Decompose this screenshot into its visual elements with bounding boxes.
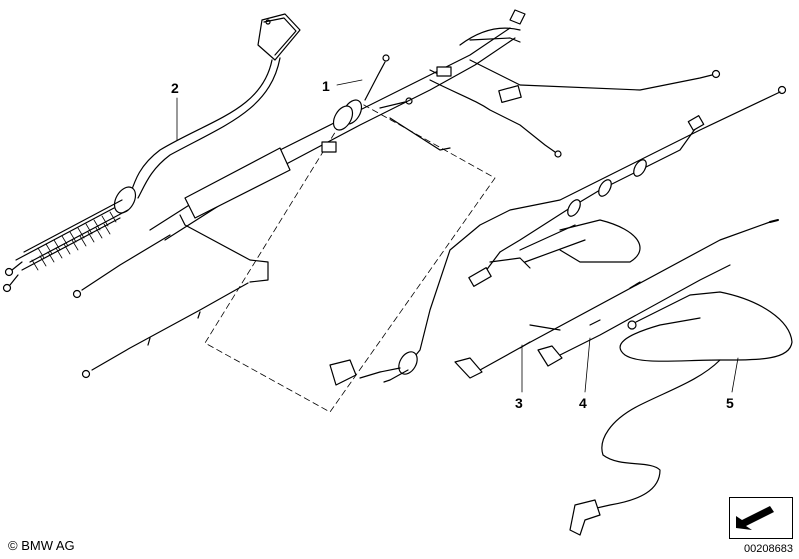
leader-1 bbox=[336, 79, 363, 86]
part-5-looped-cable bbox=[569, 291, 793, 536]
image-number: 00208683 bbox=[744, 543, 793, 555]
callout-4: 4 bbox=[579, 395, 587, 411]
leader-4 bbox=[584, 337, 591, 393]
callout-5: 5 bbox=[726, 395, 734, 411]
callout-3: 3 bbox=[515, 395, 523, 411]
center-harness bbox=[329, 85, 787, 386]
copyright-text: © BMW AG bbox=[8, 538, 75, 553]
reference-arrow-icon bbox=[736, 506, 774, 530]
dashed-installation-outline bbox=[204, 99, 496, 413]
part-3-cable bbox=[454, 219, 779, 379]
callout-1: 1 bbox=[322, 78, 330, 94]
callout-leaders bbox=[176, 79, 739, 393]
reference-arrow-box bbox=[729, 497, 793, 539]
part-1-main-harness bbox=[72, 9, 721, 379]
part-4-cable bbox=[529, 264, 731, 367]
leader-5 bbox=[731, 357, 739, 393]
callout-2: 2 bbox=[171, 80, 179, 96]
part-2-battery-cable bbox=[2, 13, 301, 293]
